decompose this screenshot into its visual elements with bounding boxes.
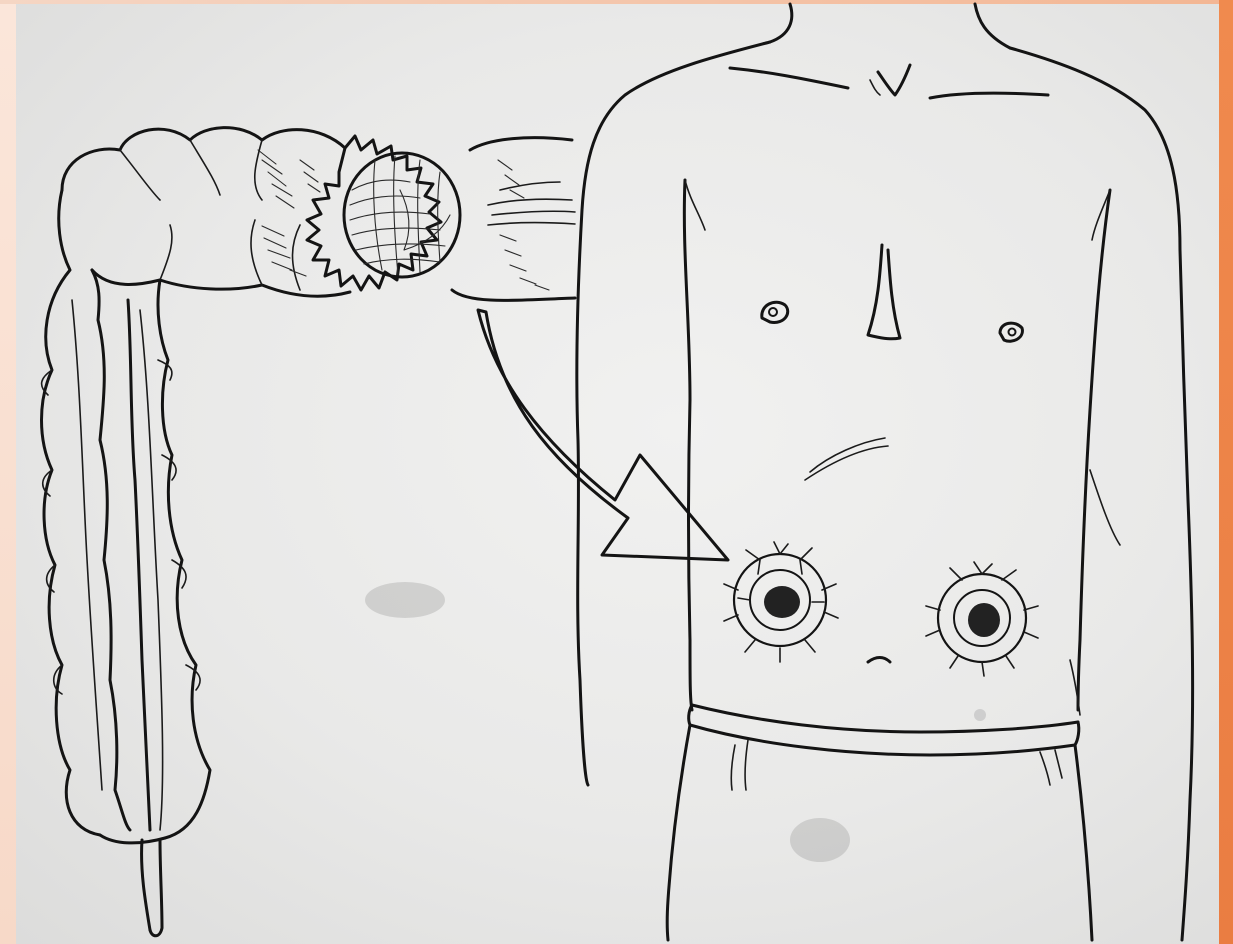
colon-fold-lines	[120, 140, 300, 290]
colon	[42, 128, 576, 936]
right-nipple	[1000, 323, 1022, 341]
colon-tail-left	[142, 840, 150, 930]
waistband-left-end	[689, 705, 692, 725]
trouser-right-leg	[1075, 745, 1092, 940]
transection-site	[307, 136, 575, 290]
colon-transverse-upper-outline	[62, 128, 345, 190]
colon-ascending-inner	[92, 270, 130, 830]
trousers	[667, 705, 1092, 940]
colon-descending-folds	[42, 360, 200, 694]
colon-ascending-taenia	[72, 300, 102, 790]
colon-bottom-closure	[100, 835, 165, 843]
neck-left	[770, 4, 792, 42]
sternum-line	[868, 245, 900, 339]
stoma-right-side	[724, 542, 838, 662]
colon-transverse-lower-outline	[92, 270, 350, 296]
colon-descending-taenia	[140, 310, 163, 830]
stoma-left-side	[926, 562, 1038, 676]
rib-margin-curve	[805, 438, 888, 480]
mesentery-strands	[488, 182, 575, 225]
sternal-notch-left	[870, 80, 880, 95]
waistband-top	[692, 705, 1078, 732]
sternal-notch	[878, 65, 910, 95]
left-clavicle	[730, 68, 848, 88]
right-shoulder-arm-outline	[1010, 48, 1193, 940]
right-clavicle	[930, 93, 1048, 98]
transection-lumen	[344, 153, 460, 277]
torso	[577, 4, 1193, 940]
torso-left-side	[684, 180, 692, 710]
navel	[868, 658, 890, 663]
left-nipple	[762, 302, 788, 322]
left-shoulder-arm-outline	[577, 42, 770, 785]
trouser-left-leg	[667, 725, 690, 940]
colon-tail-right	[150, 840, 162, 936]
colon-transverse-right-lower	[452, 290, 575, 300]
armpit-left	[685, 180, 705, 230]
waistband-right-end	[1075, 722, 1079, 745]
neck-right	[975, 4, 1010, 48]
colon-transverse-right-upper	[470, 138, 572, 150]
right-forearm-line	[1090, 470, 1120, 545]
trouser-pleats	[731, 740, 1062, 790]
colon-hatching	[258, 150, 549, 290]
torso-right-side	[1078, 190, 1110, 710]
colon-ascending-outer	[42, 190, 101, 835]
